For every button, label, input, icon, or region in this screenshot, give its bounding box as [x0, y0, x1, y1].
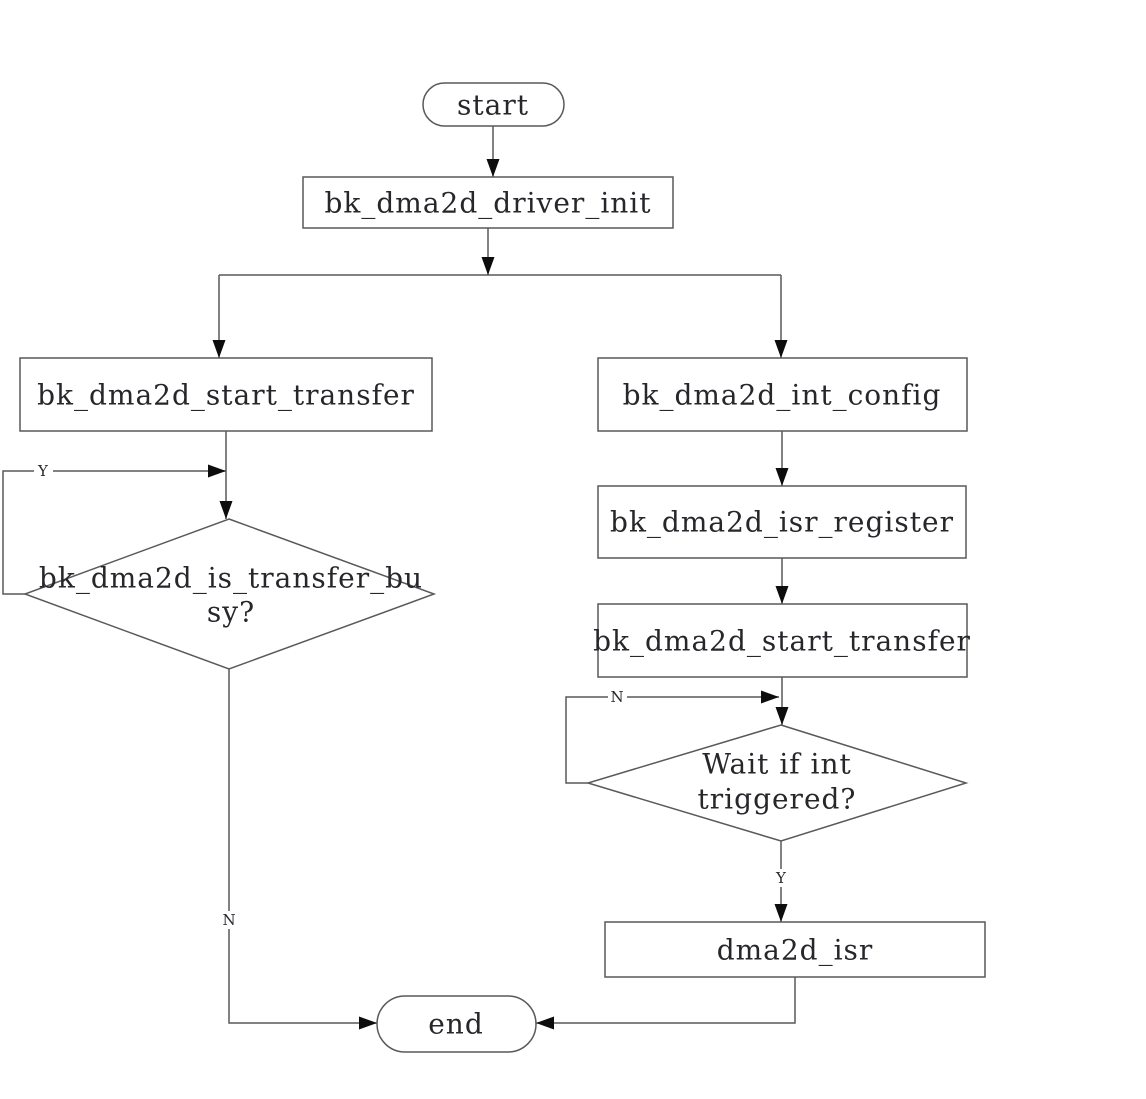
- edge-dma2d-isr-to-end: [536, 977, 796, 1030]
- node-start-label: start: [457, 89, 529, 122]
- node-driver-init-label: bk_dma2d_driver_init: [324, 187, 651, 220]
- node-is-transfer-busy-decision: bk_dma2d_is_transfer_bu sy?: [22, 518, 437, 670]
- wait-yes-label-bg: [772, 869, 791, 887]
- node-dma2d-isr: dma2d_isr: [604, 921, 986, 978]
- wait-no-label: N: [610, 688, 623, 706]
- node-int-config: bk_dma2d_int_config: [597, 357, 968, 432]
- node-start-transfer-left-label: bk_dma2d_start_transfer: [37, 379, 415, 412]
- edge-wait-no-loop: N: [565, 688, 779, 784]
- node-driver-init: bk_dma2d_driver_init: [302, 176, 674, 229]
- node-end-label: end: [428, 1008, 484, 1041]
- wait-yes-label: Y: [775, 869, 787, 887]
- edge-driver-init-split: [212, 228, 788, 358]
- node-int-config-label: bk_dma2d_int_config: [623, 379, 942, 412]
- node-wait-int-label-line2: triggered?: [698, 783, 857, 816]
- busy-yes-label-bg: [34, 462, 53, 480]
- node-start: start: [422, 82, 565, 127]
- node-wait-int-decision: Wait if int triggered?: [585, 724, 969, 842]
- busy-no-label-bg: [220, 911, 239, 929]
- node-start-transfer-right-label: bk_dma2d_start_transfer: [593, 625, 971, 658]
- node-wait-int-label-line1: Wait if int: [702, 748, 852, 781]
- node-is-transfer-busy-label-line2: sy?: [207, 596, 255, 629]
- node-dma2d-isr-label: dma2d_isr: [717, 934, 874, 967]
- wait-no-label-bg: [608, 688, 627, 706]
- busy-yes-label: Y: [37, 462, 49, 480]
- edge-wait-yes-to-dma2d-isr: Y: [772, 841, 791, 922]
- node-end: end: [376, 995, 537, 1053]
- node-isr-register-label: bk_dma2d_isr_register: [610, 506, 954, 539]
- node-start-transfer-right: bk_dma2d_start_transfer: [593, 603, 971, 678]
- node-isr-register: bk_dma2d_isr_register: [597, 485, 967, 559]
- edge-busy-yes-loop: Y: [2, 462, 226, 595]
- busy-no-label: N: [222, 911, 235, 929]
- node-start-transfer-left: bk_dma2d_start_transfer: [19, 357, 433, 432]
- edge-busy-no-to-end: N: [220, 669, 377, 1030]
- node-is-transfer-busy-label-line1: bk_dma2d_is_transfer_bu: [39, 562, 423, 595]
